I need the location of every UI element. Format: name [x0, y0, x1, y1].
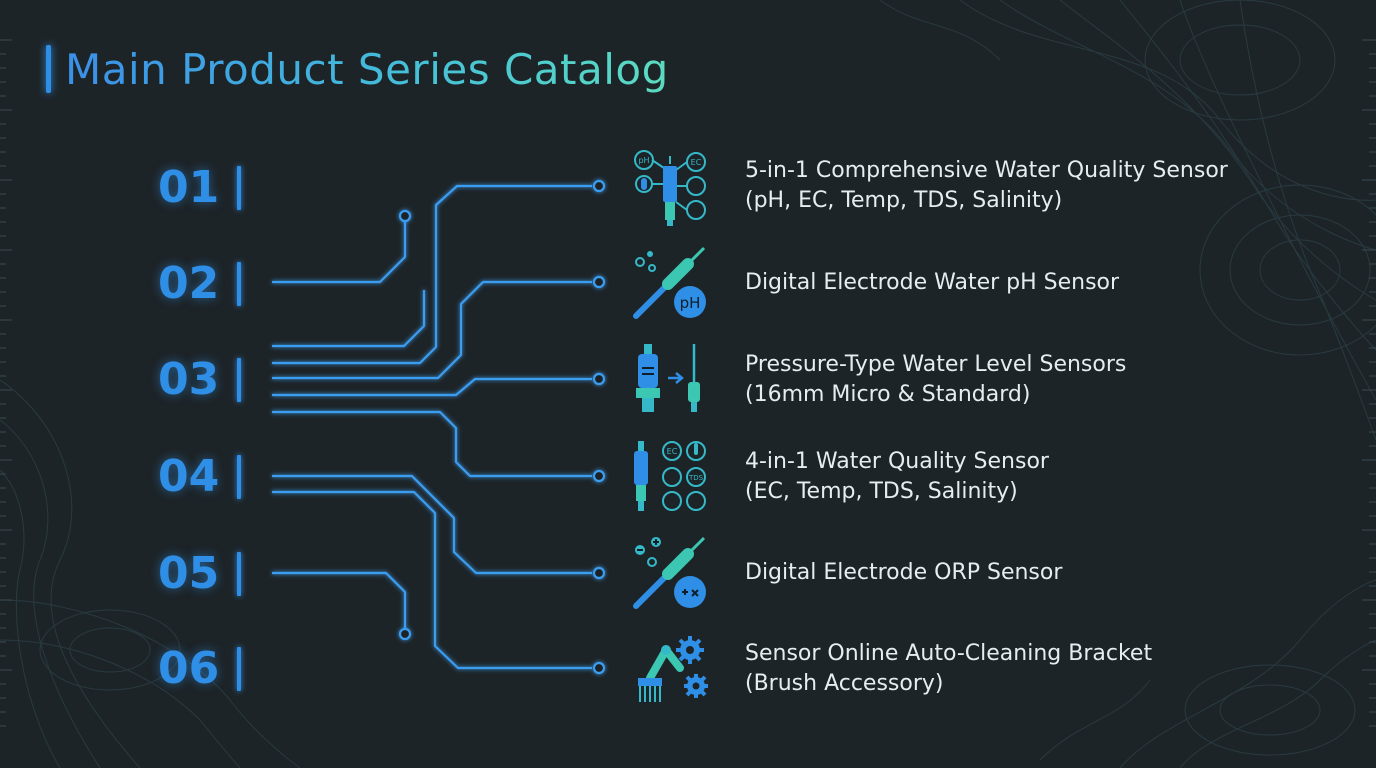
four-in-one-probe-icon: EC TDS [634, 441, 706, 511]
product-detail: (EC, Temp, TDS, Salinity) [745, 479, 1018, 504]
number-divider [237, 262, 241, 306]
product-name: 4-in-1 Water Quality Sensor [745, 449, 1049, 474]
connector-04 [272, 410, 592, 478]
item-number-04: 04 [158, 451, 220, 502]
connector-06 [272, 490, 592, 670]
multi-parameter-probe-icon: pH EC [634, 150, 706, 226]
product-detail: (pH, EC, Temp, TDS, Salinity) [745, 188, 1063, 213]
page-title: Main Product Series Catalog [65, 44, 669, 94]
product-name: Digital Electrode ORP Sensor [745, 560, 1063, 585]
number-divider [237, 358, 241, 402]
product-label-05: Digital Electrode ORP Sensor [745, 558, 1062, 588]
icon-label-ph: pH [680, 294, 701, 312]
item-number-05: 05 [158, 548, 220, 599]
product-label-01: 5-in-1 Comprehensive Water Quality Senso… [745, 156, 1228, 216]
product-name: 5-in-1 Comprehensive Water Quality Senso… [745, 158, 1228, 183]
item-number-03: 03 [158, 354, 220, 405]
icon-label-ec: EC [667, 447, 678, 456]
pressure-level-sensor-icon [636, 344, 700, 412]
product-label-04: 4-in-1 Water Quality Sensor (EC, Temp, T… [745, 447, 1049, 507]
title-accent-bar [46, 45, 51, 93]
product-detail: (Brush Accessory) [745, 671, 944, 696]
connector-05-stub [272, 571, 407, 628]
number-divider [237, 552, 241, 596]
connector-aux [272, 290, 426, 348]
product-detail: (16mm Micro & Standard) [745, 382, 1031, 407]
connector-05 [272, 474, 592, 575]
item-number-02: 02 [158, 258, 220, 309]
icon-label-ph: pH [638, 156, 649, 165]
item-number-01: 01 [158, 162, 220, 213]
product-label-02: Digital Electrode Water pH Sensor [745, 268, 1119, 298]
connector-01 [272, 184, 592, 365]
icon-label-ec: EC [691, 158, 702, 167]
product-name: Digital Electrode Water pH Sensor [745, 270, 1120, 295]
connector-03 [272, 377, 592, 397]
ph-electrode-icon: pH [633, 246, 706, 319]
product-name: Sensor Online Auto-Cleaning Bracket [745, 641, 1153, 666]
page-header: Main Product Series Catalog [46, 42, 669, 96]
number-divider [237, 166, 241, 210]
cleaning-bracket-icon [638, 636, 708, 702]
number-divider [237, 455, 241, 499]
item-number-06: 06 [158, 643, 220, 694]
product-label-06: Sensor Online Auto-Cleaning Bracket (Bru… [745, 639, 1152, 699]
icon-label-tds: TDS [688, 474, 704, 482]
product-name: Pressure-Type Water Level Sensors [745, 352, 1127, 377]
product-label-03: Pressure-Type Water Level Sensors (16mm … [745, 350, 1126, 410]
connector-02 [272, 280, 592, 380]
number-divider [237, 647, 241, 691]
connector-02-stub [272, 222, 407, 284]
orp-electrode-icon [633, 536, 706, 609]
